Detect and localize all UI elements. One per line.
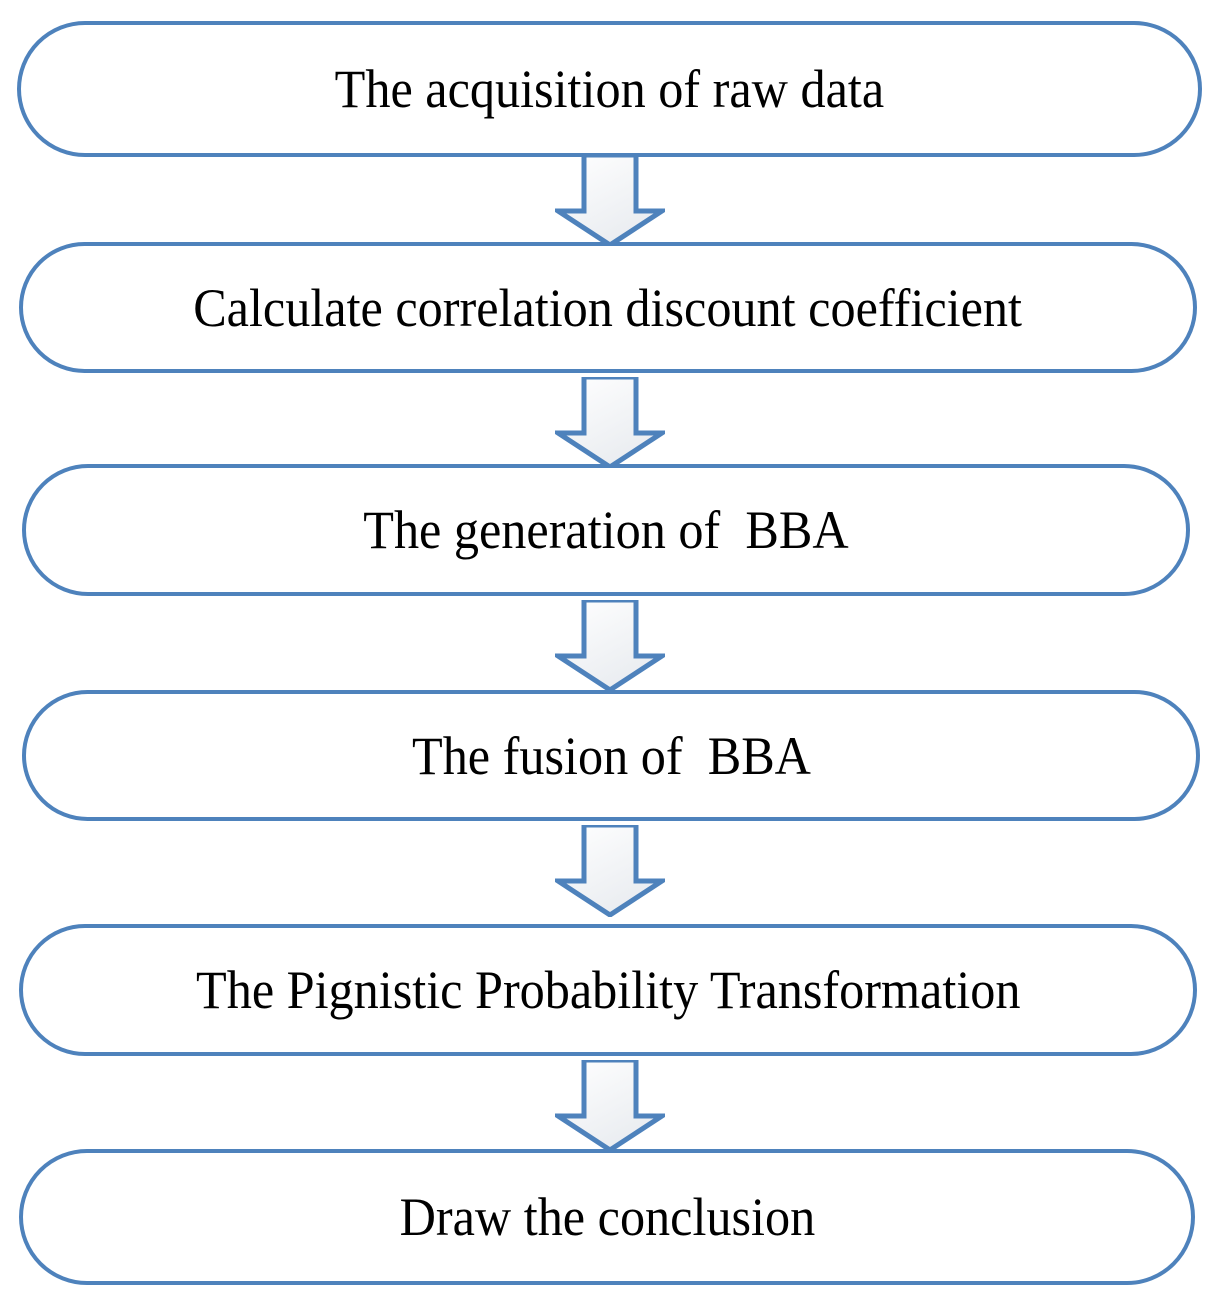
flow-arrow-2 xyxy=(555,377,665,469)
arrow-down-icon xyxy=(555,825,665,917)
flow-arrow-4 xyxy=(555,825,665,917)
flow-node-pignistic-transformation[interactable]: The Pignistic Probability Transformation xyxy=(19,924,1197,1056)
arrow-down-icon xyxy=(555,377,665,469)
flow-arrow-1 xyxy=(555,155,665,247)
flow-node-label: The fusion of BBA xyxy=(411,725,811,786)
flow-node-acquisition[interactable]: The acquisition of raw data xyxy=(17,21,1202,157)
flow-node-bba-generation[interactable]: The generation of BBA xyxy=(22,464,1190,596)
arrow-down-icon xyxy=(555,600,665,692)
flow-node-label: The generation of BBA xyxy=(363,500,849,560)
arrow-down-icon xyxy=(555,155,665,247)
flow-node-label: Calculate correlation discount coefficie… xyxy=(193,277,1023,338)
flow-node-label: Draw the conclusion xyxy=(399,1187,815,1247)
flow-node-label: The acquisition of raw data xyxy=(334,59,885,119)
flow-node-conclusion[interactable]: Draw the conclusion xyxy=(19,1149,1195,1285)
flow-node-discount-coefficient[interactable]: Calculate correlation discount coefficie… xyxy=(19,242,1197,373)
flow-node-label: The Pignistic Probability Transformation xyxy=(195,960,1021,1020)
arrow-down-icon xyxy=(555,1060,665,1152)
flow-arrow-3 xyxy=(555,600,665,692)
flow-node-bba-fusion[interactable]: The fusion of BBA xyxy=(22,690,1200,821)
flow-arrow-5 xyxy=(555,1060,665,1152)
